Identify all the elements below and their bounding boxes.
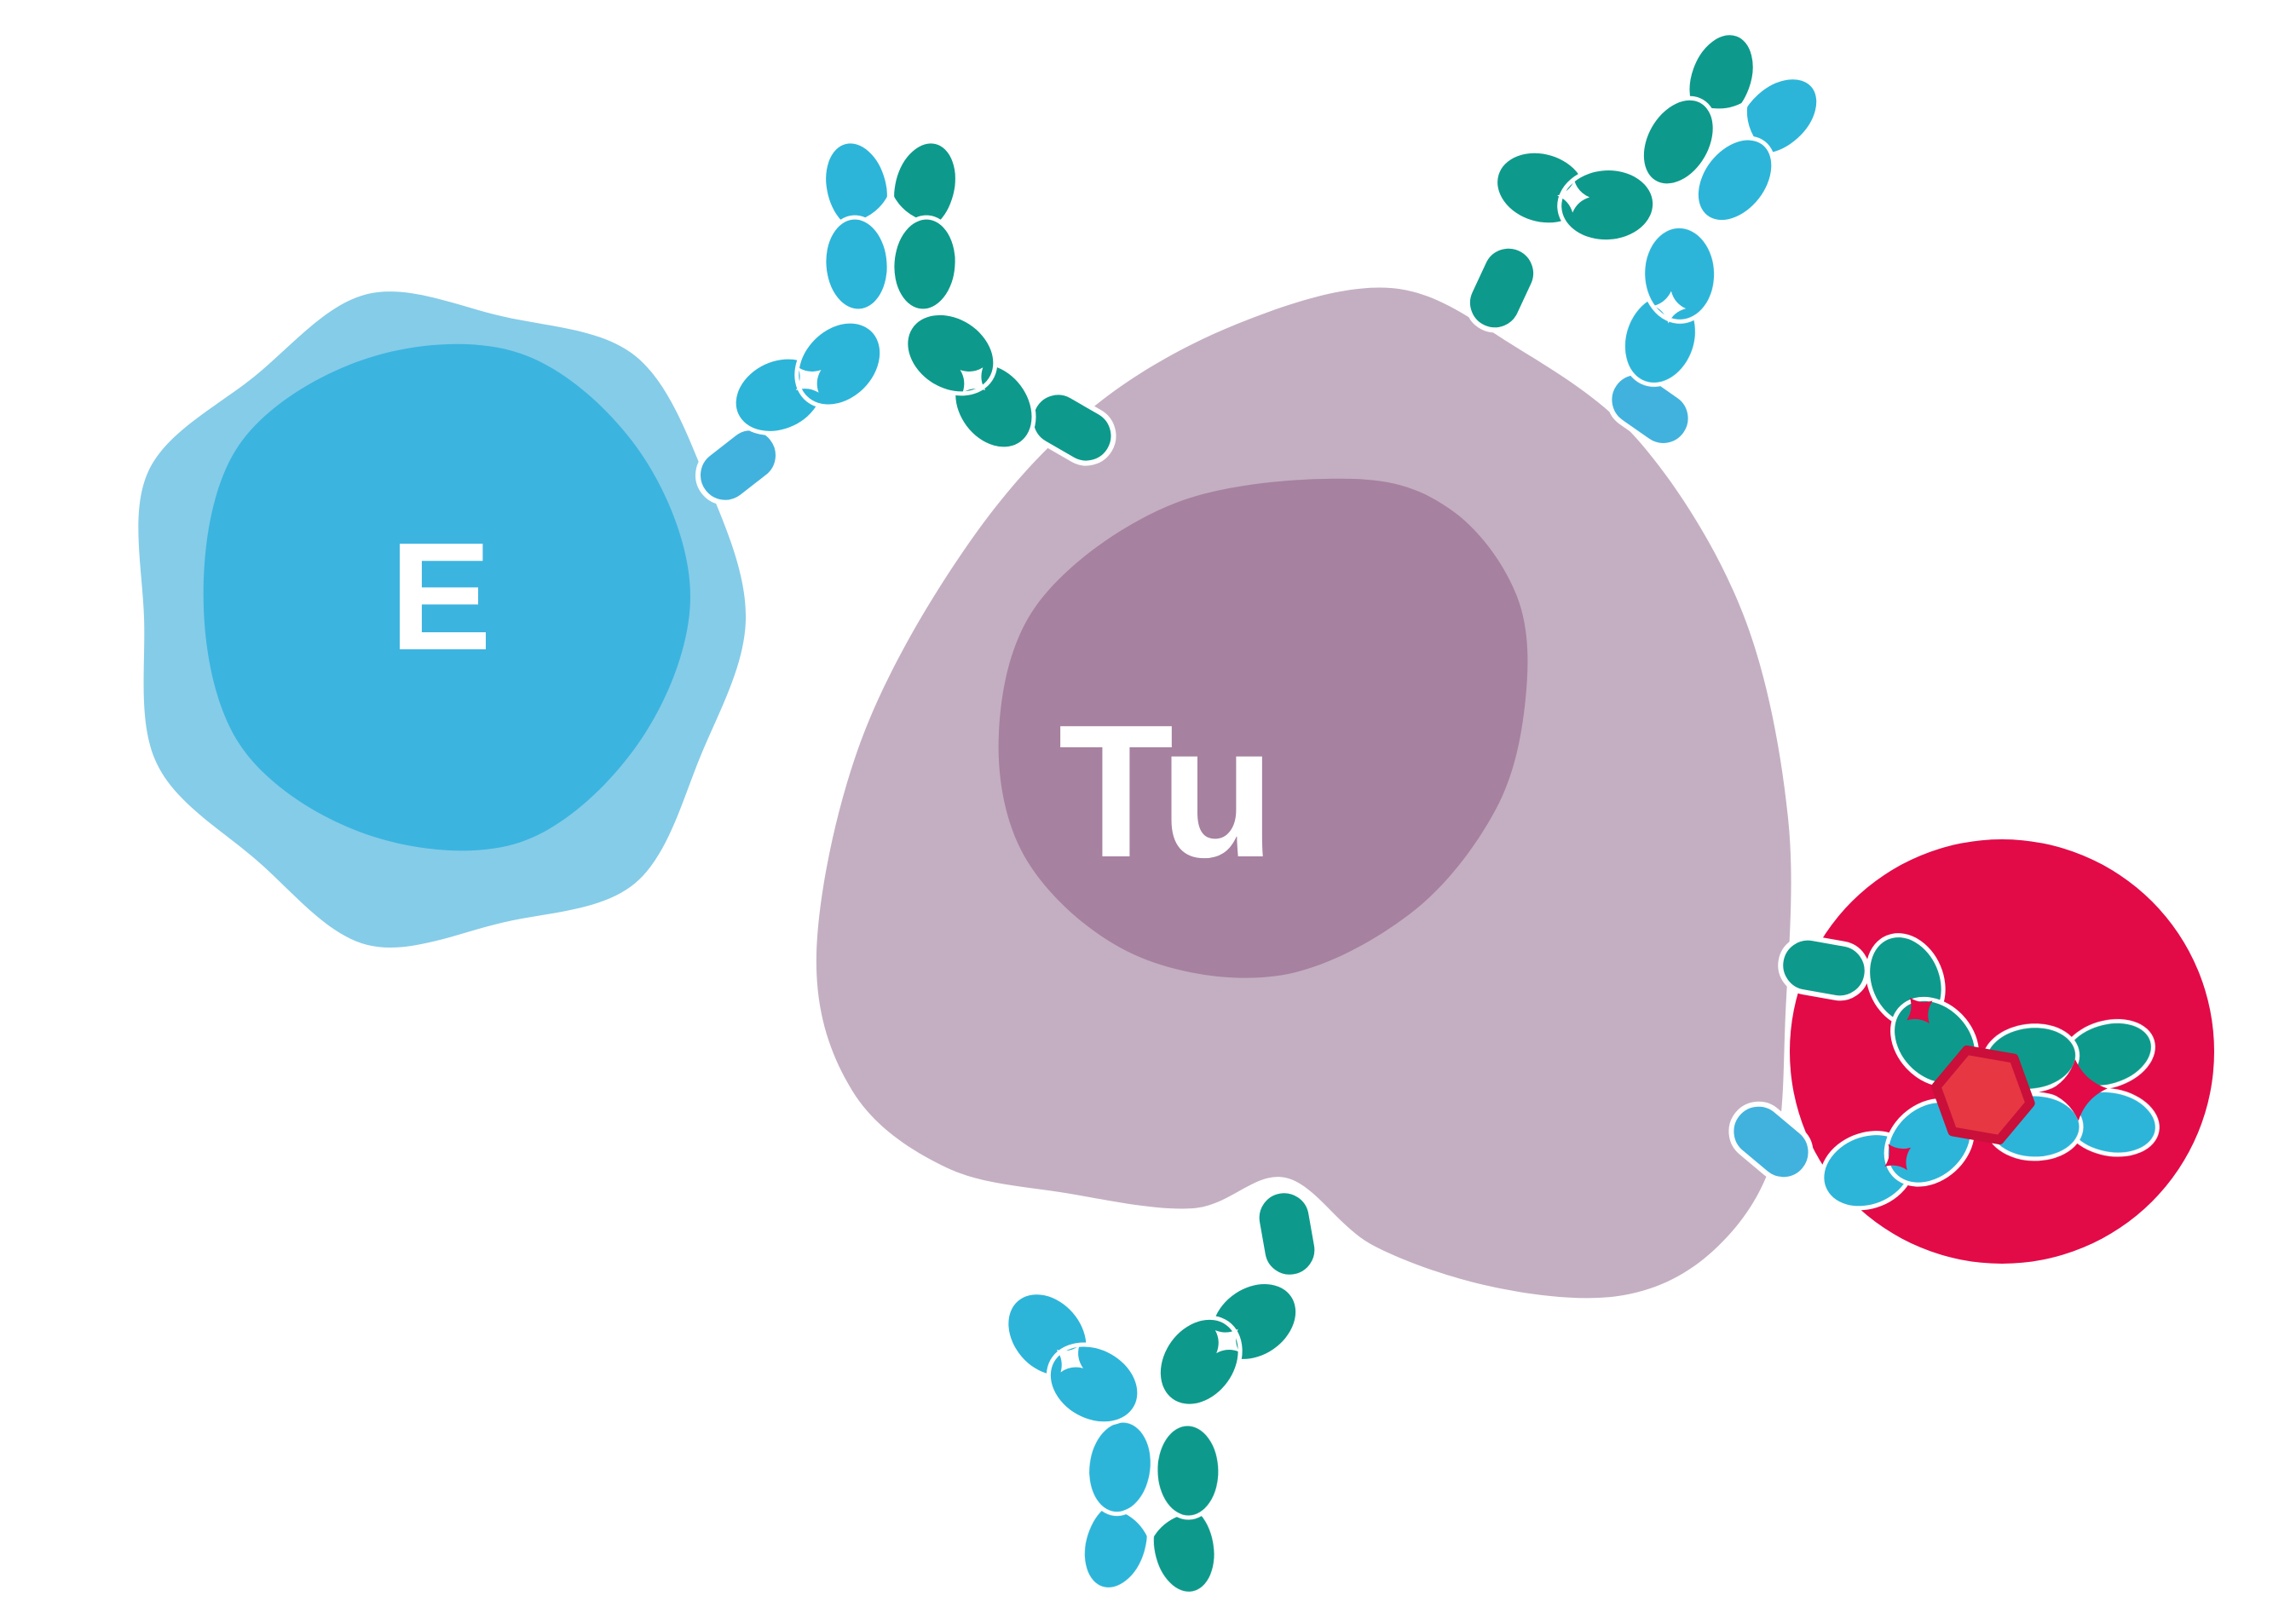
antigen-capsule-icon <box>1254 1188 1320 1280</box>
antibody-fab-arm <box>1866 933 1980 1087</box>
antibody-fc-stem <box>1639 31 1821 225</box>
capsules-layer <box>695 243 1870 1280</box>
antibody-fab-arm <box>1493 148 1658 245</box>
effector-cell-body <box>203 343 691 851</box>
fc-domain <box>1639 95 1717 188</box>
tumor-cell-label: Tu <box>1059 686 1276 897</box>
antibody-fc-stem <box>822 139 960 314</box>
antibody-fc-stem <box>1080 1418 1223 1596</box>
cells-layer <box>138 287 2214 1299</box>
fab-domain <box>1046 1342 1142 1426</box>
fc-domain <box>1693 135 1776 225</box>
antibody-fab-arm <box>1156 1280 1301 1409</box>
fab-domain <box>1557 166 1658 245</box>
fab-domain <box>1156 1315 1243 1409</box>
fc-domain <box>822 215 891 314</box>
drug-payload-hexagon-icon <box>1931 1045 2035 1145</box>
antibody-fab-arm <box>1620 223 1719 387</box>
fab-domain <box>794 319 885 409</box>
antibody-icon <box>1004 1280 1301 1596</box>
antibody-fab-arm <box>1004 1290 1142 1426</box>
antibody-icon <box>1493 31 1821 387</box>
antibody-icon <box>731 139 1036 452</box>
hexagon-layer <box>1931 1045 2035 1145</box>
antigen-capsule-icon <box>1728 1101 1814 1183</box>
antigen-capsule-icon <box>1607 370 1693 448</box>
antibody-fab-arm <box>731 319 885 435</box>
fc-domain <box>1153 1421 1223 1520</box>
fc-domain <box>1085 1418 1155 1517</box>
antigen-capsule-icon <box>1464 243 1539 333</box>
tumor-cell-nucleus <box>998 478 1528 978</box>
fab-domain <box>1641 223 1719 324</box>
antigen-capsule-icon <box>695 425 781 505</box>
fab-domain <box>903 310 998 396</box>
effector-cell-label: E <box>389 511 492 683</box>
fc-domain <box>890 215 960 314</box>
antibody-fab-arm <box>903 310 1036 452</box>
